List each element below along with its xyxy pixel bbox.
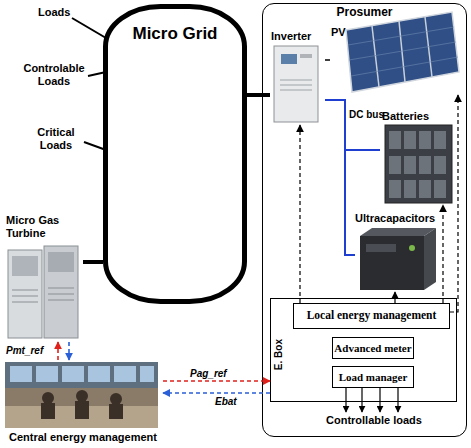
feedback-signal	[163, 392, 270, 394]
node-label: E. Box	[272, 339, 285, 370]
load-label: Controlable Loads	[20, 62, 88, 88]
control-arrow	[442, 205, 443, 303]
inverter-unit: Inverter	[270, 30, 325, 125]
power-line	[83, 260, 103, 264]
load-arrows	[346, 388, 398, 412]
pv-illustration	[346, 12, 459, 92]
reference-signal	[163, 380, 270, 382]
node-label: Prosumer	[263, 6, 466, 19]
feedback-signal	[68, 342, 70, 360]
load-label: Loads	[38, 6, 70, 19]
bus-outline	[103, 4, 247, 304]
node-label: Batteries	[382, 110, 429, 123]
load-manager-box: Load manager	[332, 366, 414, 388]
node-label: Central energy management	[3, 431, 163, 444]
node-label: Micro Gas Turbine	[6, 214, 68, 240]
control-arrow	[299, 125, 300, 303]
node-label: Micro Grid	[103, 24, 247, 44]
meter-box: Advanced meter	[332, 337, 414, 359]
micro-grid-bus: Micro Grid	[103, 4, 247, 304]
control-room-illustration	[5, 362, 158, 428]
power-line	[247, 93, 270, 97]
battery-bank: Batteries	[380, 110, 455, 205]
central-management: Central energy management	[3, 360, 163, 446]
energy-box: E. Box Local energy managementAdvanced me…	[270, 298, 457, 402]
batteries-illustration	[385, 125, 452, 203]
control-arrow	[450, 95, 458, 312]
signal-label: DC bus	[349, 108, 384, 121]
node-label: Load manager	[333, 371, 413, 384]
load-label: Controllable loads	[326, 414, 422, 427]
load-label: Critical Loads	[28, 126, 84, 152]
gas-turbine: Micro Gas Turbine	[3, 212, 83, 342]
dc-link	[325, 59, 330, 61]
bus-outline-shape	[106, 7, 245, 302]
node-label: Advanced meter	[333, 342, 413, 355]
signal-label: Pag_ref	[190, 367, 227, 380]
control-arrow	[394, 292, 395, 303]
ultracapacitor-unit: Ultracapacitors	[355, 212, 437, 292]
node-label: Local energy management	[294, 309, 449, 322]
turbine-illustration	[8, 246, 78, 338]
node-label: Inverter	[271, 30, 311, 43]
node-label: Ultracapacitors	[355, 212, 435, 225]
pv-panel: PV	[330, 8, 462, 95]
reference-signal	[57, 342, 59, 360]
signal-label: Pmt_ref	[6, 344, 43, 357]
signal-label: Ebat	[215, 395, 237, 408]
load-lines	[72, 18, 106, 150]
inverter-illustration	[274, 46, 318, 122]
management-box: Local energy management	[293, 303, 450, 329]
dc-bus-line	[325, 100, 355, 255]
dc-bus-line	[325, 100, 380, 150]
prosumer-box: ProsumerInverter PV BatteriesUltracapacito…	[262, 3, 467, 437]
ultracapacitor-illustration	[360, 228, 436, 290]
node-label: PV	[331, 26, 346, 39]
